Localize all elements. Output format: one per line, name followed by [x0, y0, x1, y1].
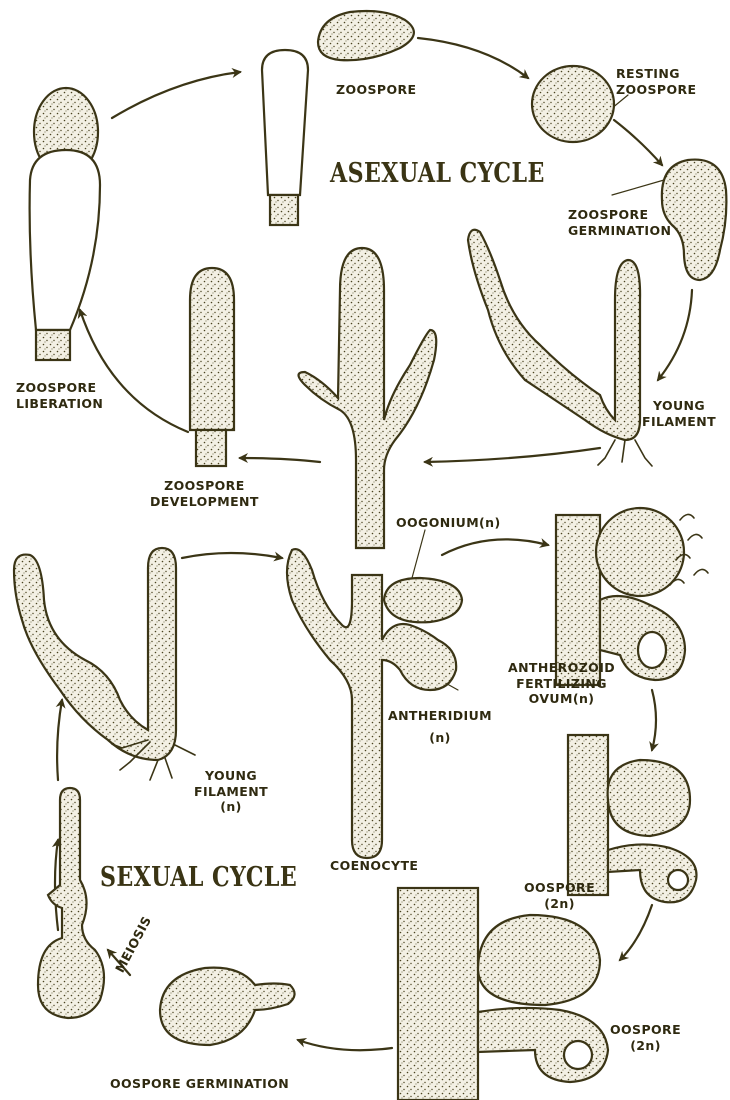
label-liberation-line2: LIBERATION: [16, 396, 103, 412]
rhizoids-asexual: [598, 440, 652, 466]
label-oospore-mid: OOSPORE (2n): [524, 880, 595, 911]
oospore-mid: [608, 760, 690, 836]
label-oospore-low-line1: OOSPORE: [610, 1022, 681, 1038]
zoospore-liberation-sporangium: [30, 150, 100, 330]
label-antheridium-ploidy: (n): [388, 730, 492, 746]
zoospore-development-sporangium: [190, 268, 234, 430]
asexual-cycle-title: ASEXUAL CYCLE: [330, 158, 545, 189]
oospore-low: [478, 915, 600, 1005]
label-antheridium-line1: ANTHERIDIUM: [388, 708, 492, 724]
oospore-filament-mid: [568, 735, 608, 895]
sexual-cycle-title: SEXUAL CYCLE: [100, 862, 297, 893]
label-antherozoid-line1: ANTHEROZOID: [508, 660, 615, 676]
label-oospore-low-line2: (2n): [610, 1038, 681, 1054]
label-zoospore-development: ZOOSPORE DEVELOPMENT: [150, 478, 259, 509]
arrow-oospore-to-germination: [298, 1040, 392, 1050]
label-antherozoid-fertilizing-ovum: ANTHEROZOID FERTILIZING OVUM(n): [508, 660, 615, 707]
sporangium-base-top: [270, 195, 298, 225]
germinating-oospore: [160, 968, 295, 1045]
label-young-filament-line1: YOUNG: [642, 398, 716, 414]
label-zoospore: ZOOSPORE: [336, 82, 416, 98]
label-resting-zoospore: RESTING ZOOSPORE: [616, 66, 696, 97]
label-development-line2: DEVELOPMENT: [150, 494, 259, 510]
label-sexual-filament-line2: FILAMENT: [194, 784, 268, 800]
oogonium-on-coenocyte: [384, 578, 462, 622]
pointer-germination: [612, 180, 664, 195]
resting-zoospore: [532, 66, 614, 142]
label-zoospore-germination: ZOOSPORE GERMINATION: [568, 207, 671, 238]
label-development-line1: ZOOSPORE: [150, 478, 259, 494]
label-oospore-mid-line2: (2n): [524, 896, 595, 912]
label-sexual-filament-line3: (n): [194, 799, 268, 815]
arrow-young-filament-to-coenocyte: [182, 553, 282, 558]
oospore-inner-low: [564, 1041, 592, 1069]
arrow-resting-to-germination: [614, 120, 662, 165]
label-oospore-low: OOSPORE (2n): [610, 1022, 681, 1053]
arrow-fertilization-to-oospore: [652, 690, 656, 750]
young-filament-asexual: [468, 230, 640, 440]
arrow-oogonium-to-fertilization: [442, 539, 548, 555]
label-young-filament-asexual: YOUNG FILAMENT: [642, 398, 716, 429]
empty-sporangium: [262, 50, 308, 195]
label-antherozoid-line2: FERTILIZING: [508, 676, 615, 692]
arrow-branched-to-development: [240, 458, 320, 462]
arrow-development-to-liberation: [80, 310, 188, 432]
label-oogonium: OOGONIUM(n): [396, 515, 501, 531]
oospore-inner-mid: [668, 870, 688, 890]
germinating-zoospore: [662, 160, 727, 280]
zoospore-cell: [318, 11, 414, 60]
label-young-filament-sexual: YOUNG FILAMENT (n): [194, 768, 268, 815]
arrow-oospore-to-oospore: [620, 905, 652, 960]
label-germination-line2: GERMINATION: [568, 223, 671, 239]
label-antherozoid-line3: OVUM(n): [508, 691, 615, 707]
label-resting-line1: RESTING: [616, 66, 696, 82]
label-zoospore-liberation: ZOOSPORE LIBERATION: [16, 380, 103, 411]
pointer-oogonium: [412, 530, 425, 578]
arrow-filament-to-branched: [425, 448, 600, 462]
meiosis-stage-germling: [38, 788, 104, 1018]
sporangium-base-development: [196, 430, 226, 466]
oogonium-fertilizing: [596, 508, 684, 596]
arrow-meiosis-to-young-filament: [57, 700, 62, 780]
arrow-germination-to-meiosis-stage: [55, 840, 58, 930]
label-sexual-filament-line1: YOUNG: [194, 768, 268, 784]
fertilized-ovum-ring: [638, 632, 666, 668]
label-oospore-germination: OOSPORE GERMINATION: [110, 1076, 289, 1092]
arrow-liberation-to-empty-sporangium: [112, 72, 240, 118]
oospore-filament-low: [398, 888, 478, 1100]
arrow-germination-to-young-filament: [658, 290, 692, 380]
arrow-zoospore-to-resting: [418, 38, 528, 78]
label-antheridium: ANTHERIDIUM (n): [388, 708, 492, 745]
label-young-filament-line2: FILAMENT: [642, 414, 716, 430]
label-germination-line1: ZOOSPORE: [568, 207, 671, 223]
label-liberation-line1: ZOOSPORE: [16, 380, 103, 396]
label-resting-line2: ZOOSPORE: [616, 82, 696, 98]
label-coenocyte: COENOCYTE: [330, 858, 418, 874]
label-oospore-mid-line1: OOSPORE: [524, 880, 595, 896]
sporangium-base-liberation: [36, 330, 70, 360]
branched-filament: [299, 248, 437, 548]
young-filament-sexual: [14, 548, 176, 760]
